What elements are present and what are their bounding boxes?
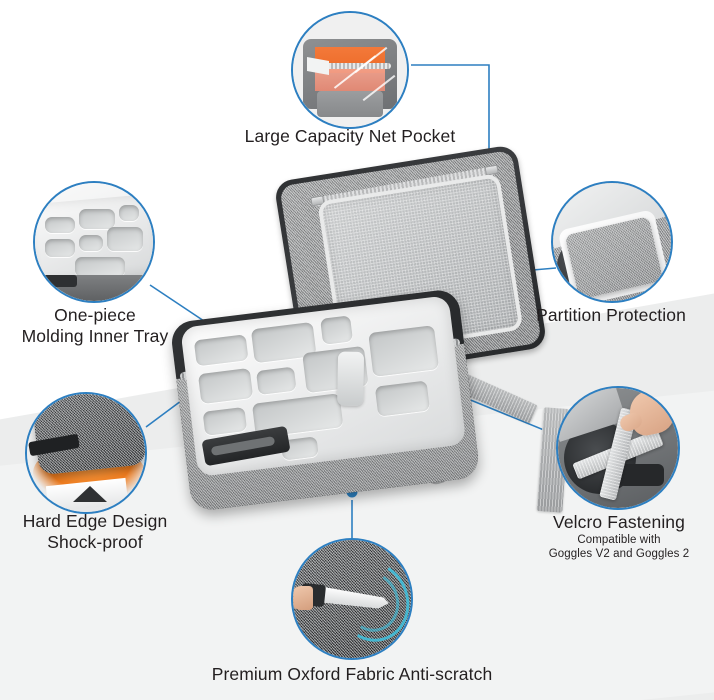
inner-tray-label-line1: One-piece (54, 305, 136, 325)
tray-slot (107, 227, 143, 251)
thumb (293, 586, 313, 610)
velcro-art (558, 388, 678, 508)
velcro-label: Velcro Fastening Compatible with Goggles… (528, 512, 710, 561)
oxford-fabric-label: Premium Oxford Fabric Anti-scratch (211, 664, 493, 684)
hard-edge-label-line2: Shock-proof (47, 532, 143, 552)
velcro-strap-tab (337, 351, 365, 406)
oxford-fabric-circle (291, 538, 413, 660)
velcro-circle (556, 386, 680, 510)
hard-edge-label-line1: Hard Edge Design (22, 511, 168, 531)
velcro-label-title: Velcro Fastening (553, 512, 685, 532)
tray-slot (193, 334, 249, 367)
tray-slot (45, 239, 75, 257)
oxford-fabric-art (293, 540, 411, 658)
inner-tray-label: One-piece Molding Inner Tray (0, 305, 190, 347)
carry-handle (41, 275, 77, 287)
velcro-sub-line2: Goggles V2 and Goggles 2 (548, 548, 690, 560)
velcro-sub-line1: Compatible with (577, 534, 661, 546)
tray-slot (368, 325, 440, 377)
tray-slot (119, 205, 139, 221)
net-pocket-circle (291, 11, 409, 129)
handle-grip (210, 436, 276, 456)
partition-circle (551, 181, 673, 303)
tray-slot (255, 366, 297, 396)
case-lid-edge (317, 91, 383, 117)
hard-edge-art (27, 394, 145, 512)
partition-label: Partition Protection (536, 305, 686, 325)
tray-slot (202, 406, 248, 436)
tray-slot (45, 217, 75, 233)
pocket-zipper (309, 63, 391, 69)
case-hard-corner (31, 394, 145, 476)
tray-slot (320, 315, 354, 345)
hard-edge-circle (25, 392, 147, 514)
partition-art (553, 183, 671, 301)
inner-tray-circle (33, 181, 155, 303)
product-image (169, 144, 570, 520)
inner-tray-art (35, 183, 153, 301)
net-pocket-label: Large Capacity Net Pocket (244, 126, 456, 146)
net-pocket-art (293, 13, 407, 127)
tray-slot (75, 257, 125, 277)
tray-slot (79, 209, 115, 229)
inner-tray-label-line2: Molding Inner Tray (21, 326, 169, 346)
tray-slot (374, 380, 431, 417)
case-base (169, 288, 481, 512)
tray-slot (197, 367, 254, 405)
tray-slot (79, 235, 103, 251)
goggles-body (618, 464, 664, 486)
hard-edge-label: Hard Edge Design Shock-proof (0, 511, 190, 553)
